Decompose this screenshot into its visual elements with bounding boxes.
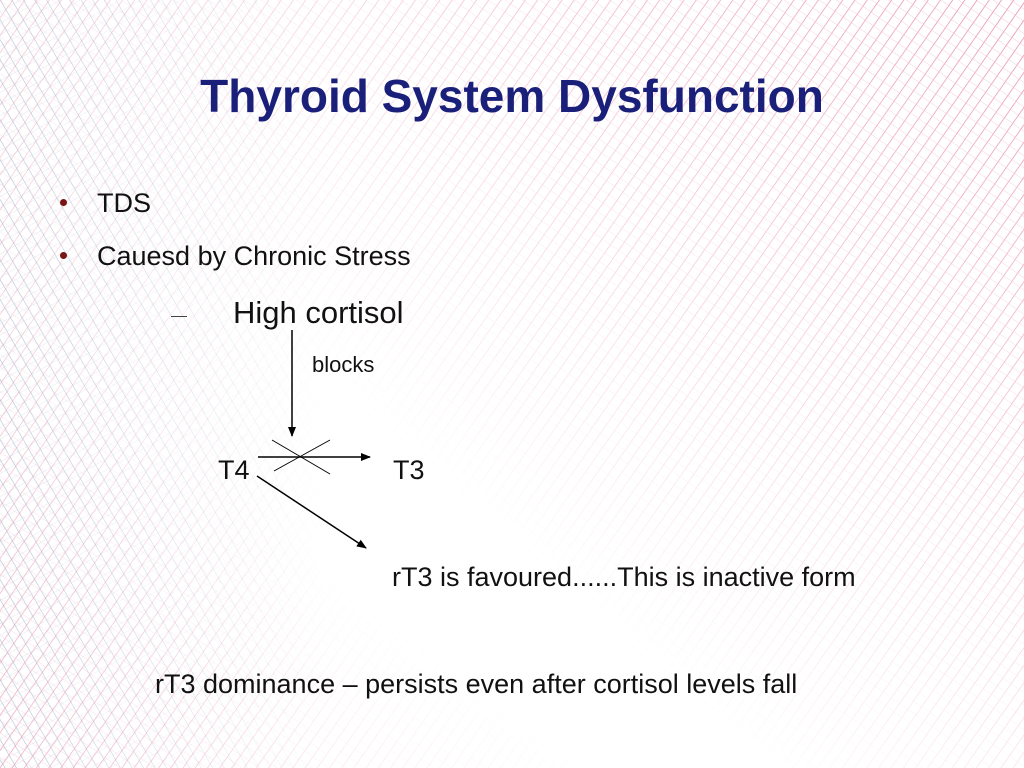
t3-label: T3 — [393, 455, 425, 485]
bullet-dot-icon — [60, 199, 67, 206]
bullet-text: Cauesd by Chronic Stress — [97, 241, 411, 271]
footer-statement: rT3 dominance – persists even after cort… — [155, 669, 798, 699]
slide-title: Thyroid System Dysfunction — [200, 70, 824, 122]
bullet-text: TDS — [97, 188, 151, 218]
sub-bullet-text: High cortisol — [233, 295, 404, 330]
bullet-dot-icon — [60, 252, 67, 259]
blocks-label: blocks — [312, 352, 375, 377]
t4-label: T4 — [218, 455, 250, 485]
rt3-note: rT3 is favoured......This is inactive fo… — [392, 562, 856, 592]
sub-bullet-dash-icon — [171, 316, 187, 317]
